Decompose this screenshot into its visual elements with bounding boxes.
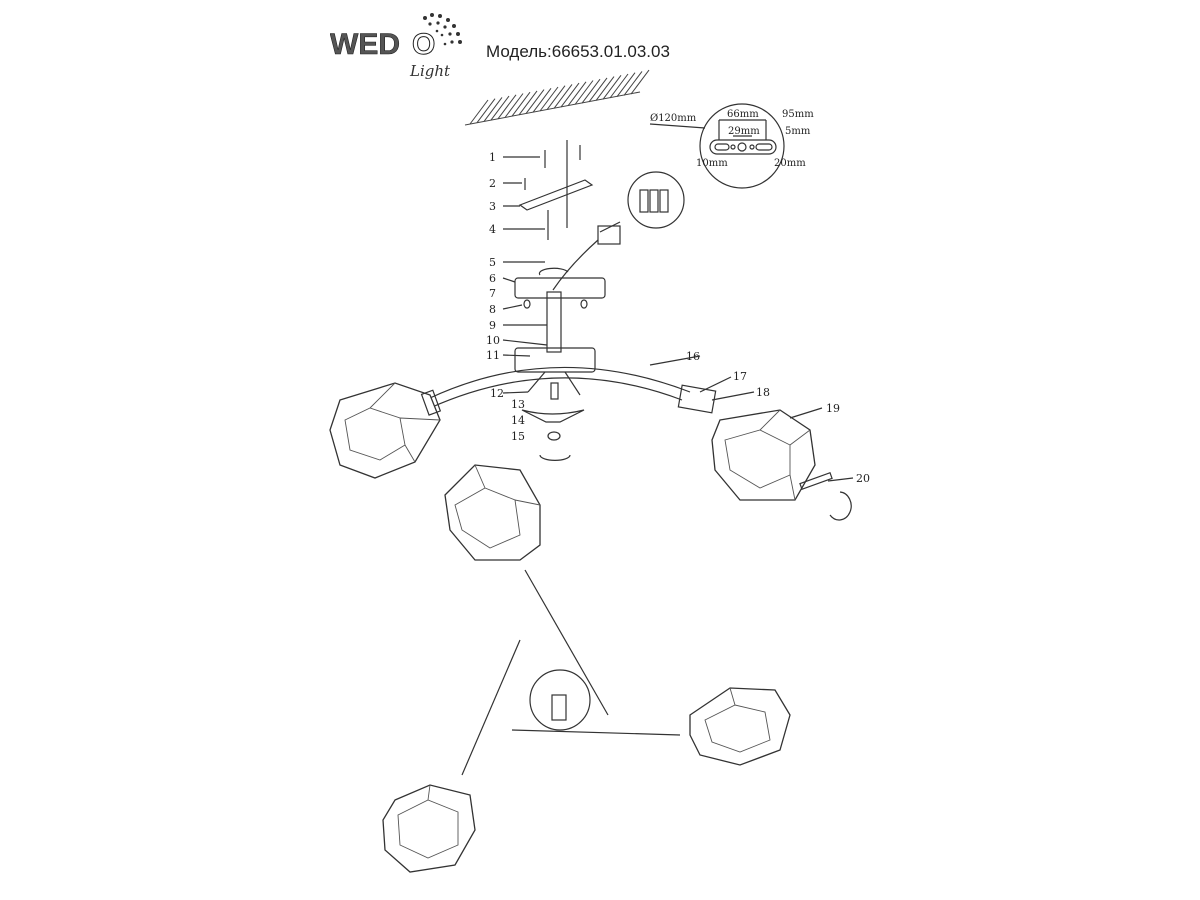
- hatch-line: [560, 82, 580, 108]
- part-label-9: 9: [489, 319, 496, 332]
- dim-29: 29mm: [728, 126, 760, 137]
- part-label-8: 8: [489, 303, 496, 316]
- part-labels: 1 2 3 4 5 6 7 8 9 10 11 12 13 14 15 16 1…: [486, 151, 870, 485]
- hatch-line: [532, 88, 552, 113]
- hatch-line: [553, 84, 573, 109]
- hatch-line: [609, 73, 629, 99]
- part-label-18: 18: [756, 386, 770, 399]
- hatch-line: [504, 93, 524, 118]
- dim-66: 66mm: [727, 109, 759, 120]
- dim-5: 5mm: [785, 126, 811, 137]
- svg-text:WED: WED: [330, 28, 400, 61]
- part-label-16: 16: [686, 350, 700, 363]
- hatch-line: [623, 71, 643, 96]
- part-label-6: 6: [489, 272, 496, 285]
- curved-arm: [429, 366, 691, 399]
- hatch-line: [497, 94, 517, 120]
- hatch-line: [490, 95, 510, 121]
- mounting-hardware: [514, 140, 621, 461]
- hatch-line: [525, 89, 545, 114]
- dim-20: 20mm: [774, 158, 806, 169]
- part-label-11: 11: [486, 349, 500, 362]
- hatch-line: [588, 77, 608, 103]
- part-label-5: 5: [489, 256, 496, 269]
- hatch-line: [602, 75, 622, 100]
- part-label-13: 13: [511, 398, 525, 411]
- part-label-15: 15: [511, 430, 525, 443]
- hatch-line: [567, 81, 587, 107]
- part-label-19: 19: [826, 402, 840, 415]
- part-label-7: 7: [489, 287, 496, 300]
- model-number: Модель:66653.01.03.03: [486, 42, 670, 61]
- hatch-line: [539, 86, 559, 112]
- hatch-line: [630, 69, 650, 95]
- svg-text:O: O: [412, 28, 435, 61]
- mounting-bar-detail: Ø120mm 66mm 95mm 29mm 5mm 10mm 20mm: [649, 103, 814, 189]
- part-label-4: 4: [489, 223, 496, 236]
- connector-detail: [599, 171, 685, 233]
- shade-left: [329, 382, 442, 479]
- part-label-14: 14: [511, 414, 525, 427]
- assembled-view: [382, 464, 791, 873]
- hatch-line: [483, 97, 503, 122]
- dim-10: 10mm: [696, 158, 728, 169]
- part-label-17: 17: [733, 370, 747, 383]
- hatch-line: [546, 85, 566, 110]
- part-label-10: 10: [486, 334, 500, 347]
- hatch-line: [511, 91, 531, 117]
- part-label-3: 3: [489, 200, 496, 213]
- part-label-1: 1: [489, 151, 496, 164]
- dim-95: 95mm: [782, 109, 814, 120]
- hatch-line: [595, 76, 615, 101]
- part-label-12: 12: [490, 387, 504, 400]
- dim-diameter: Ø120mm: [650, 113, 697, 124]
- hatch-line: [518, 90, 538, 116]
- brand-logo: WED O Light: [330, 6, 470, 80]
- part-label-2: 2: [489, 177, 496, 190]
- hatch-line: [581, 78, 601, 104]
- svg-text:Light: Light: [409, 62, 451, 80]
- hatch-line: [616, 72, 636, 97]
- hatch-line: [476, 98, 496, 123]
- part-label-20: 20: [856, 472, 870, 485]
- hatch-line: [574, 80, 594, 105]
- hatch-line: [469, 99, 489, 125]
- shade-right: [677, 384, 852, 521]
